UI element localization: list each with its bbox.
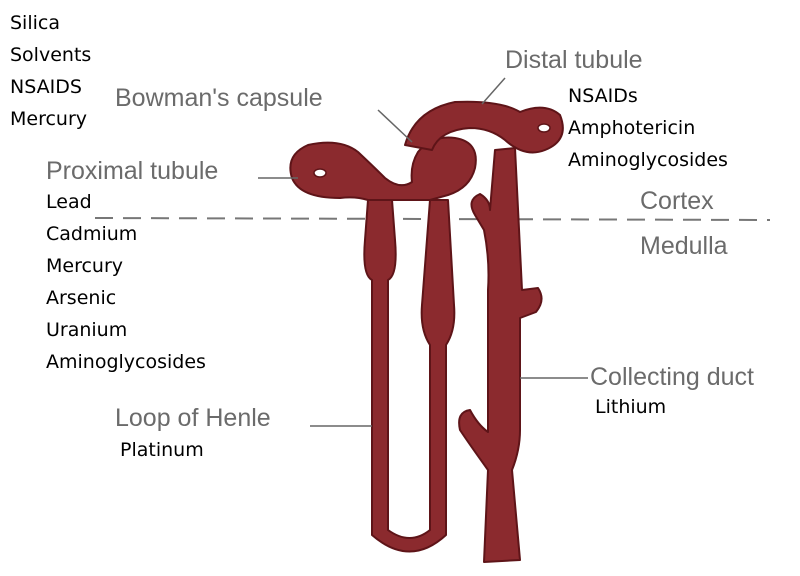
proximal-coil-opening	[313, 168, 327, 178]
bowman-leader	[377, 109, 413, 143]
toxin-item: Lead	[46, 191, 92, 213]
toxin-item: Solvents	[10, 44, 92, 66]
toxin-item: Mercury	[10, 108, 88, 130]
bowmans-capsule-shape	[404, 100, 564, 154]
coil-openings	[313, 123, 551, 178]
toxin-item: Arsenic	[46, 287, 117, 309]
proximal-tubule-toxin-list: Lead Cadmium Mercury Arsenic Uranium Ami…	[46, 186, 206, 378]
leader-lines	[258, 77, 588, 427]
toxin-item: NSAIDS	[10, 76, 82, 98]
distal-tubule-toxin-list: NSAIDs Amphotericin Aminoglycosides	[568, 80, 728, 176]
label-medulla: Medulla	[640, 232, 728, 260]
label-distal-tubule: Distal tubule	[505, 46, 643, 74]
toxin-item: Aminoglycosides	[46, 351, 206, 373]
toxin-item: Uranium	[46, 319, 128, 341]
label-proximal-tubule: Proximal tubule	[46, 157, 219, 185]
toxin-item: Mercury	[46, 255, 124, 277]
loop-of-henle-shape	[363, 199, 456, 553]
toxin-item: Cadmium	[46, 223, 138, 245]
label-bowmans-capsule: Bowman's capsule	[115, 84, 323, 112]
label-collecting-duct: Collecting duct	[590, 363, 754, 391]
toxin-item: NSAIDs	[568, 85, 638, 107]
proximal-tubule-shape	[289, 136, 477, 201]
label-cortex: Cortex	[640, 187, 714, 215]
loop-of-henle-toxin-list: Platinum	[120, 434, 204, 466]
toxin-item: Lithium	[595, 396, 667, 418]
label-loop-of-henle: Loop of Henle	[115, 404, 271, 432]
glomerulus-toxin-list: Silica Solvents NSAIDS Mercury	[10, 7, 91, 135]
collecting-duct-toxin-list: Lithium	[595, 391, 666, 423]
toxin-item: Platinum	[120, 439, 204, 461]
toxin-item: Aminoglycosides	[568, 149, 728, 171]
distal-leader	[481, 77, 506, 105]
nephron-tubules	[289, 100, 564, 563]
toxin-item: Amphotericin	[568, 117, 696, 139]
toxin-item: Silica	[10, 12, 60, 34]
collecting-duct-shape	[458, 147, 543, 563]
distal-coil-opening	[537, 123, 551, 133]
